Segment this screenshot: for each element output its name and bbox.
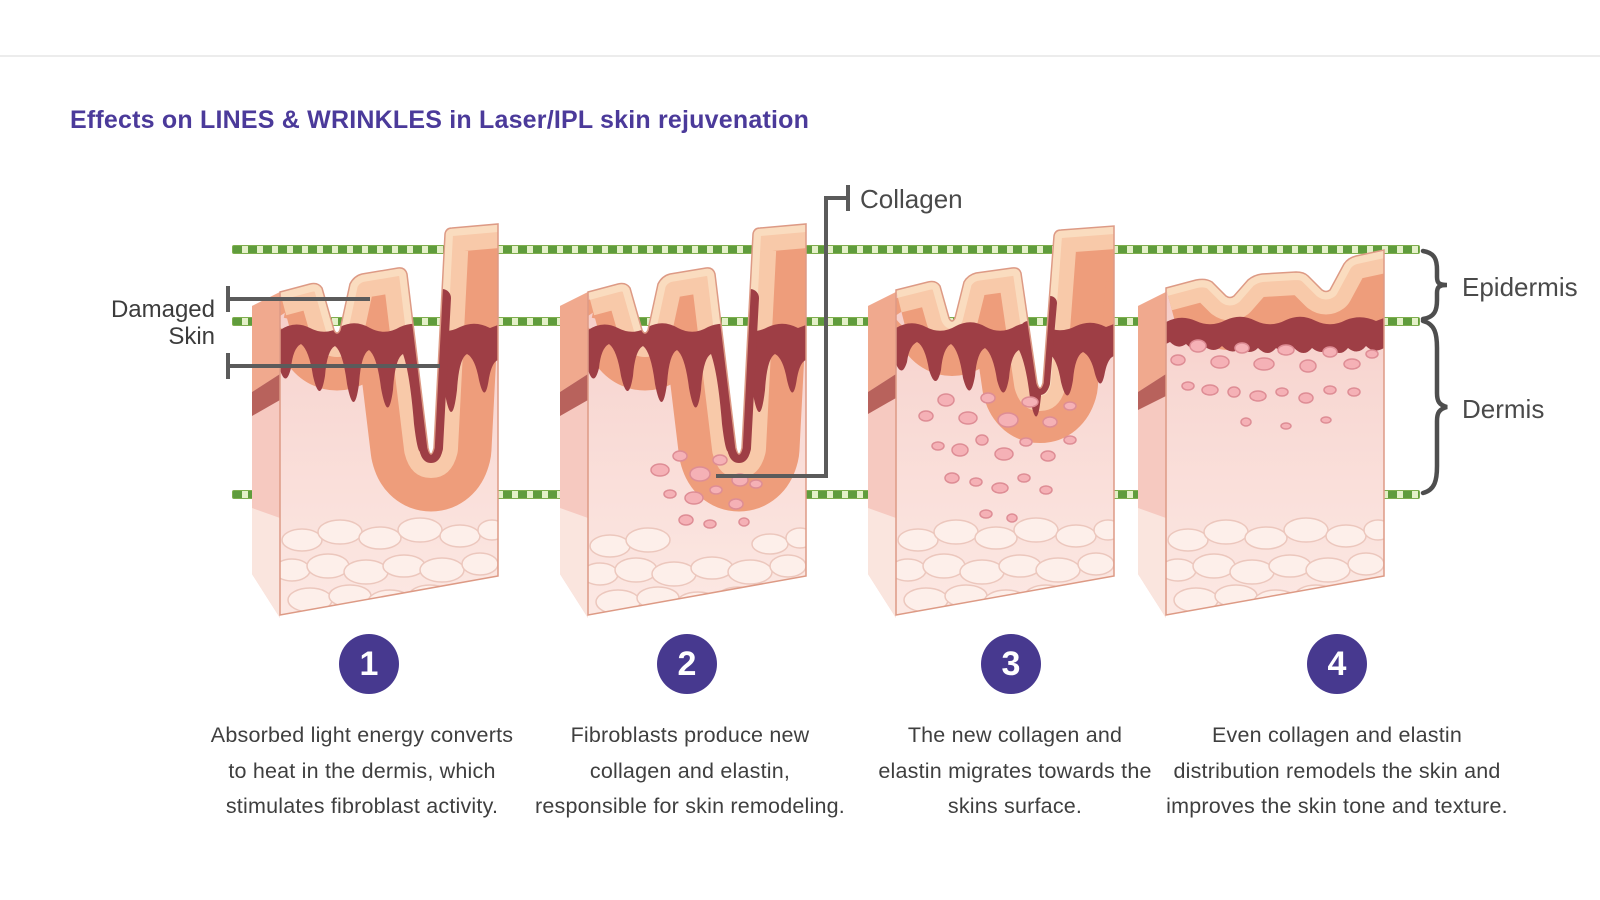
caption-line: Fibroblasts produce new: [570, 723, 810, 747]
damaged-skin-pointer-upper-cap: [226, 286, 230, 312]
skin-block-illustration-stage-2: [560, 223, 807, 618]
caption-line: skins surface.: [947, 794, 1083, 818]
caption-line: responsible for skin remodeling.: [535, 794, 845, 818]
step-3-caption: The new collagen and elastin migrates to…: [835, 718, 1195, 825]
skin-block-illustration-stage-1: [252, 223, 499, 618]
caption-line: stimulates fibroblast activity.: [225, 794, 499, 818]
skin-block-illustration-stage-3: [868, 225, 1115, 618]
step-4-badge: 4: [1307, 634, 1367, 694]
top-divider: [0, 55, 1600, 57]
collagen-callout-bottom-line: [716, 474, 828, 478]
collagen-callout-end-cap: [846, 185, 850, 211]
collagen-callout-top-line: [824, 196, 848, 200]
caption-line: distribution remodels the skin and: [1173, 758, 1501, 783]
caption-line: improves the skin tone and texture.: [1166, 794, 1508, 818]
dermis-bottom-guide-line: [232, 490, 1420, 499]
collagen-label: Collagen: [860, 184, 963, 214]
skin-block-illustration-stage-4: [1138, 249, 1385, 618]
dermis-brace-icon: [1420, 318, 1448, 496]
damaged-skin-label-line2: Skin: [168, 323, 215, 350]
collagen-callout-vertical-line: [824, 196, 828, 478]
damaged-skin-pointer-lower-cap: [226, 353, 230, 379]
epidermis-brace-icon: [1420, 248, 1448, 322]
step-1-caption: Absorbed light energy converts to heat i…: [182, 718, 542, 825]
damaged-skin-pointer-upper: [228, 297, 370, 301]
step-2-caption: Fibroblasts produce new collagen and ela…: [510, 718, 870, 825]
step-3-badge: 3: [981, 634, 1041, 694]
step-1-badge: 1: [339, 634, 399, 694]
epidermis-label: Epidermis: [1462, 272, 1578, 302]
caption-line: collagen and elastin,: [589, 758, 791, 783]
step-2-badge: 2: [657, 634, 717, 694]
caption-line: Even collagen and elastin: [1211, 723, 1463, 747]
damaged-skin-label-line1: Damaged: [110, 296, 215, 323]
caption-line: elastin migrates towards the: [878, 758, 1152, 783]
damaged-skin-pointer-lower: [228, 364, 440, 368]
page-title: Effects on LINES & WRINKLES in Laser/IPL…: [70, 106, 810, 134]
caption-line: The new collagen and: [907, 723, 1123, 747]
dermis-label: Dermis: [1462, 394, 1545, 424]
damaged-skin-label: Damaged Skin: [90, 296, 215, 350]
caption-line: to heat in the dermis, which: [228, 758, 496, 783]
caption-line: Absorbed light energy converts: [210, 723, 514, 747]
step-4-caption: Even collagen and elastin distribution r…: [1157, 718, 1517, 825]
